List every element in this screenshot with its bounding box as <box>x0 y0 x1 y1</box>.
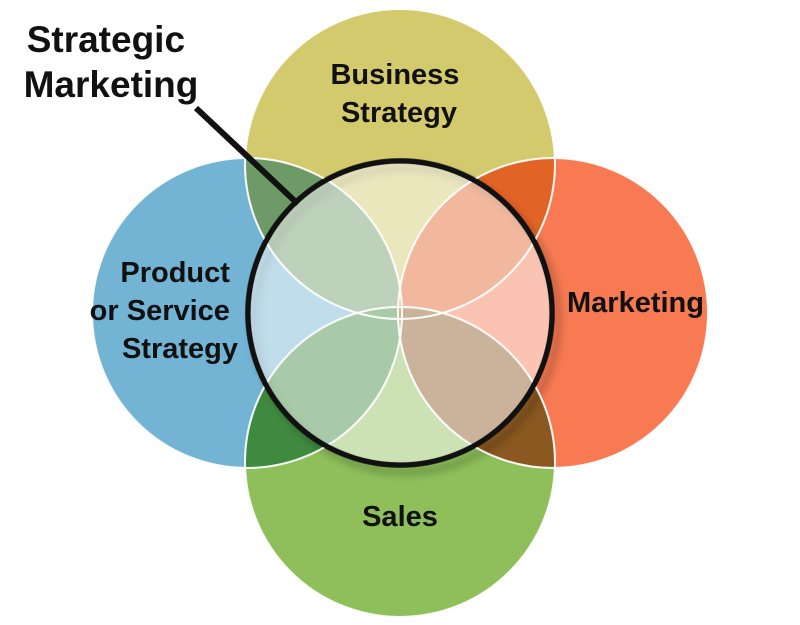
strategic-marketing-tint <box>248 161 552 465</box>
callout-label: Strategic Marketing <box>24 19 199 105</box>
product-label-line-3: Strategy <box>122 333 238 365</box>
sales-label: Sales <box>362 501 438 533</box>
business-strategy-label: Business Strategy <box>330 59 467 129</box>
strategic-marketing-circle <box>245 158 555 468</box>
product-service-strategy-label: Product or Service Strategy <box>90 257 238 365</box>
center-dividers <box>91 8 709 618</box>
business-label-line-1: Business <box>330 59 459 91</box>
business-label-line-2: Strategy <box>341 97 457 129</box>
callout-pointer-line <box>193 105 301 207</box>
marketing-label: Marketing <box>567 287 704 319</box>
product-label-line-2: or Service <box>90 295 230 327</box>
callout-line-2: Marketing <box>24 64 199 105</box>
product-label-line-1: Product <box>120 257 230 289</box>
callout-line-1: Strategic <box>27 19 185 60</box>
